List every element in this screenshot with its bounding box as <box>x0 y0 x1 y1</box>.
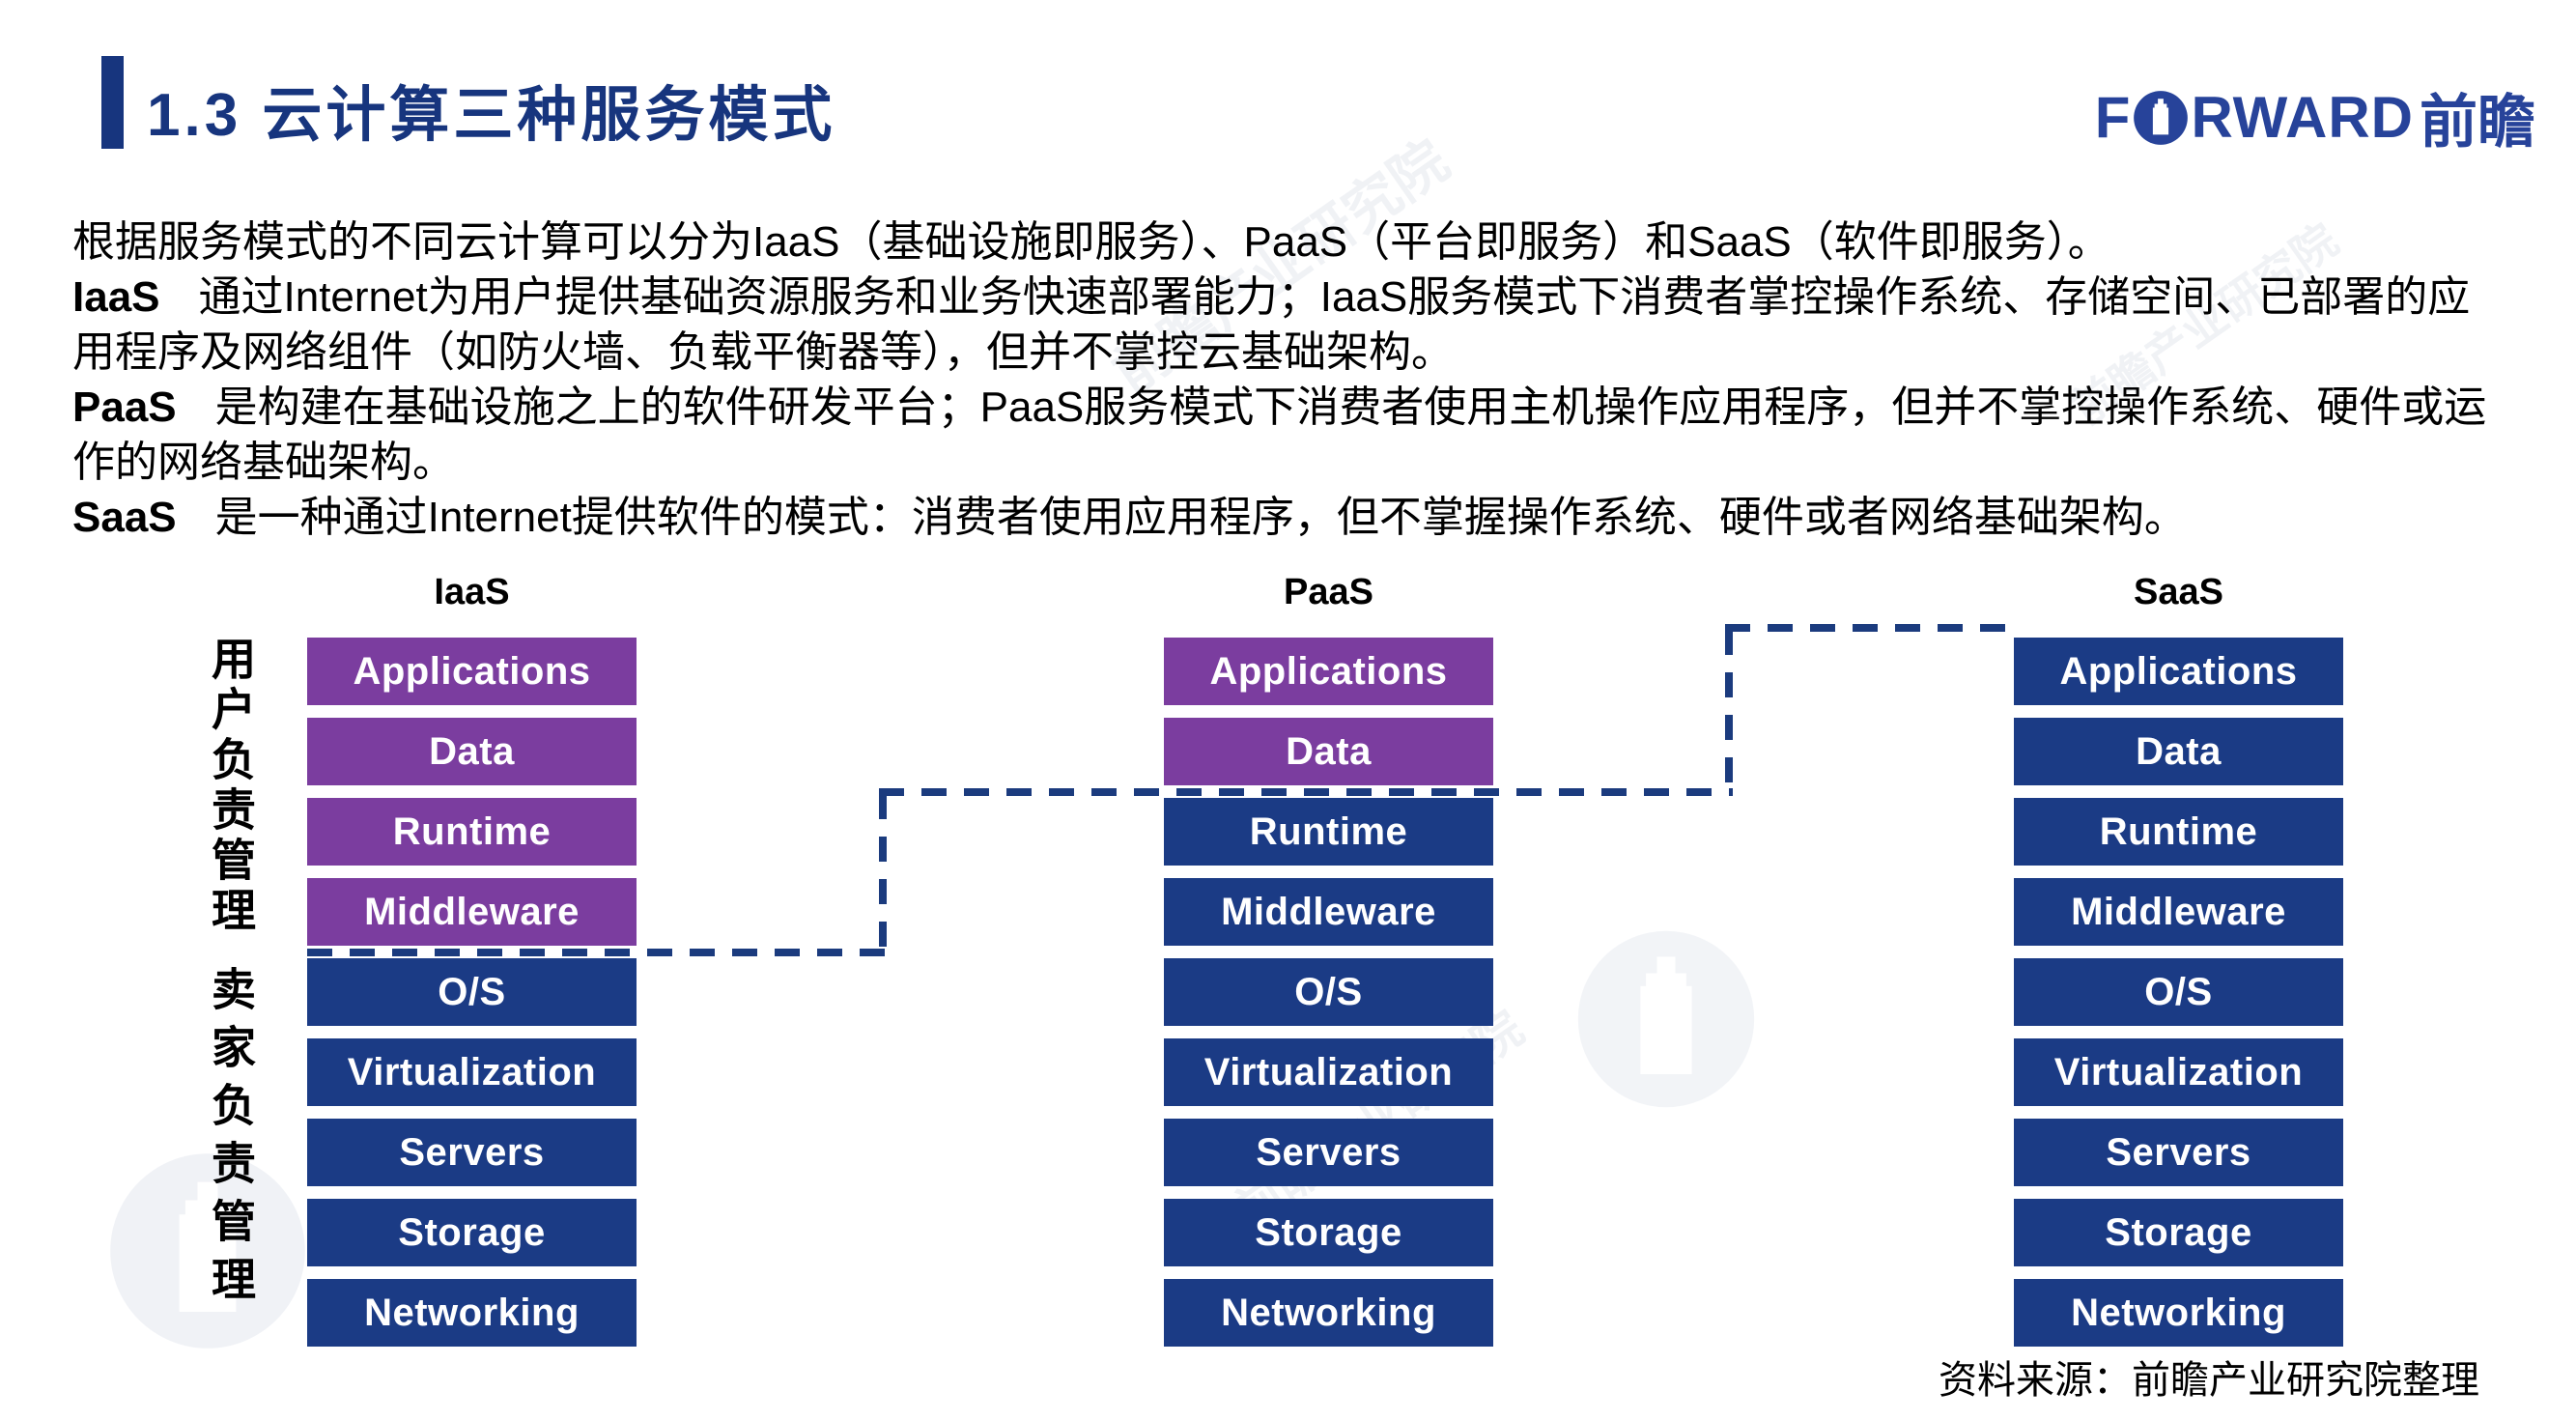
dashed-boundary-segment <box>879 794 887 956</box>
layer-box-middleware: Middleware <box>307 878 637 946</box>
page-title: 1.3 云计算三种服务模式 <box>147 82 836 149</box>
logo-text-cn: 前瞻 <box>2420 90 2535 155</box>
logo-text-rward: RWARD <box>2191 85 2414 150</box>
dashed-boundary-segment <box>1725 624 2015 632</box>
layer-box-networking: Networking <box>1164 1279 1493 1347</box>
watermark-logo-icon <box>1574 927 1758 1116</box>
logo-text-f: F <box>2094 85 2132 150</box>
layer-box-runtime: Runtime <box>2014 798 2343 866</box>
forward-logo: F RWARD 前瞻 <box>2095 75 2535 159</box>
layer-box-virtualization: Virtualization <box>2014 1038 2343 1106</box>
paragraph-text: 是一种通过Internet提供软件的模式：消费者使用应用程序，但不掌握操作系统、… <box>214 494 2187 541</box>
dashed-boundary-segment <box>879 788 1733 796</box>
paragraph-text: 根据服务模式的不同云计算可以分为IaaS（基础设施即服务）、PaaS（平台即服务… <box>72 218 2110 266</box>
paragraph-lead-iaas: IaaS <box>72 273 160 321</box>
layer-box-data: Data <box>1164 718 1493 785</box>
layer-box-middleware: Middleware <box>2014 878 2343 946</box>
layer-box-storage: Storage <box>307 1199 637 1266</box>
layer-box-applications: Applications <box>1164 638 1493 705</box>
paragraph-text: 通过Internet为用户提供基础资源服务和业务快速部署能力；IaaS服务模式下… <box>72 273 2471 376</box>
column-header-paas: PaaS <box>1284 572 1373 612</box>
label-vendor-managed: 卖家负责管理 <box>206 966 256 1314</box>
layer-box-runtime: Runtime <box>307 798 637 866</box>
layer-box-middleware: Middleware <box>1164 878 1493 946</box>
layer-box-data: Data <box>2014 718 2343 785</box>
layer-box-o-s: O/S <box>307 958 637 1026</box>
source-note: 资料来源：前瞻产业研究院整理 <box>1939 1359 2479 1402</box>
layer-box-data: Data <box>307 718 637 785</box>
layer-box-o-s: O/S <box>2014 958 2343 1026</box>
column-header-iaas: IaaS <box>434 572 510 612</box>
paragraph-lead-paas: PaaS <box>72 383 177 431</box>
paragraph-lead-saas: SaaS <box>72 494 177 541</box>
layer-box-applications: Applications <box>307 638 637 705</box>
layer-box-o-s: O/S <box>1164 958 1493 1026</box>
layer-box-runtime: Runtime <box>1164 798 1493 866</box>
layer-box-applications: Applications <box>2014 638 2343 705</box>
dashed-boundary-segment <box>1725 630 1733 796</box>
label-user-managed: 用户负责管理 <box>206 636 256 937</box>
layer-box-networking: Networking <box>307 1279 637 1347</box>
layer-box-networking: Networking <box>2014 1279 2343 1347</box>
layer-box-servers: Servers <box>307 1119 637 1186</box>
layer-box-virtualization: Virtualization <box>1164 1038 1493 1106</box>
layer-box-servers: Servers <box>2014 1119 2343 1186</box>
forward-tower-icon <box>2133 90 2189 146</box>
layer-box-virtualization: Virtualization <box>307 1038 637 1106</box>
intro-paragraph: SaaS 是一种通过Internet提供软件的模式：消费者使用应用程序，但不掌握操… <box>72 490 2502 545</box>
column-header-saas: SaaS <box>2134 572 2223 612</box>
layer-box-storage: Storage <box>2014 1199 2343 1266</box>
layer-box-servers: Servers <box>1164 1119 1493 1186</box>
title-accent-bar <box>101 56 124 149</box>
layer-box-storage: Storage <box>1164 1199 1493 1266</box>
intro-paragraph: 根据服务模式的不同云计算可以分为IaaS（基础设施即服务）、PaaS（平台即服务… <box>72 214 2502 270</box>
intro-text: 根据服务模式的不同云计算可以分为IaaS（基础设施即服务）、PaaS（平台即服务… <box>72 214 2502 545</box>
paragraph-text: 是构建在基础设施之上的软件研发平台；PaaS服务模式下消费者使用主机操作应用程序… <box>72 383 2487 486</box>
dashed-boundary-segment <box>307 949 887 956</box>
